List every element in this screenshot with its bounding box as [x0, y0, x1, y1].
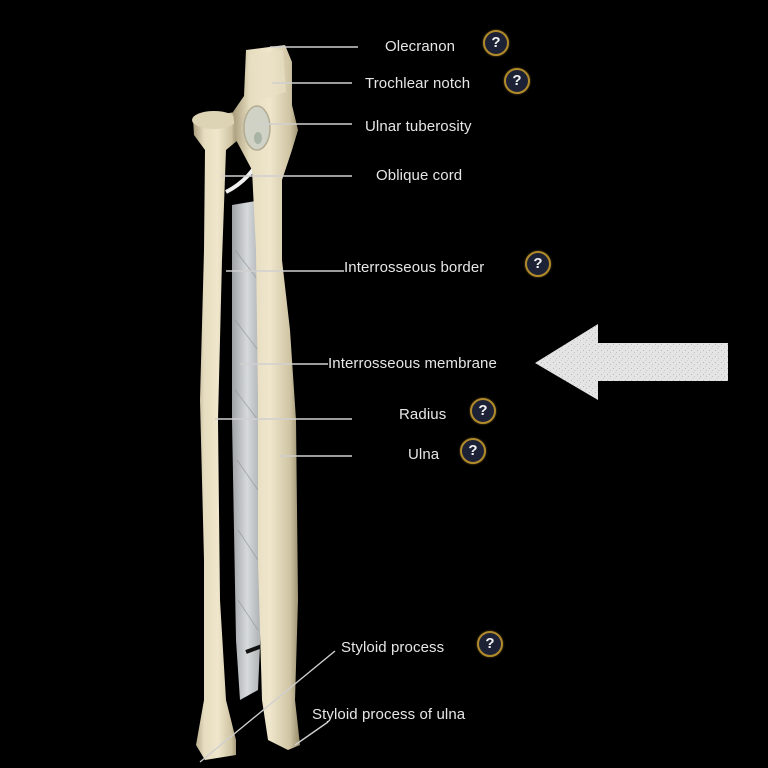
label-interosseous-border[interactable]: Interrosseous border [344, 259, 485, 276]
label-trochlear-notch[interactable]: Trochlear notch [365, 75, 471, 92]
left-arrow-icon [535, 324, 728, 400]
radius-bone-shape [192, 111, 238, 760]
question-mark-icon: ? [512, 72, 522, 89]
label-interosseous-membrane[interactable]: Interrosseous membrane [328, 355, 497, 372]
question-mark-icon: ? [491, 34, 501, 51]
help-button-olecranon[interactable]: ? [483, 30, 509, 56]
question-mark-icon: ? [468, 442, 478, 459]
label-styloid-process[interactable]: Styloid process [341, 639, 445, 656]
label-radius[interactable]: Radius [399, 406, 447, 423]
label-olecranon[interactable]: Olecranon [385, 38, 456, 55]
leader-lines [199, 46, 358, 763]
question-mark-icon: ? [485, 635, 495, 652]
question-mark-icon: ? [478, 402, 488, 419]
ulna-bone-shape [233, 45, 300, 750]
help-button-interosseous-border[interactable]: ? [525, 251, 551, 277]
question-mark-icon: ? [533, 255, 543, 272]
help-button-styloid-process[interactable]: ? [477, 631, 503, 657]
help-button-radius[interactable]: ? [470, 398, 496, 424]
label-ulnar-tuberosity[interactable]: Ulnar tuberosity [365, 118, 472, 135]
label-oblique-cord[interactable]: Oblique cord [376, 167, 463, 184]
label-styloid-process-of-ulna[interactable]: Styloid process of ulna [312, 706, 466, 723]
label-ulna[interactable]: Ulna [408, 446, 440, 463]
help-button-ulna[interactable]: ? [460, 438, 486, 464]
help-button-trochlear-notch[interactable]: ? [504, 68, 530, 94]
